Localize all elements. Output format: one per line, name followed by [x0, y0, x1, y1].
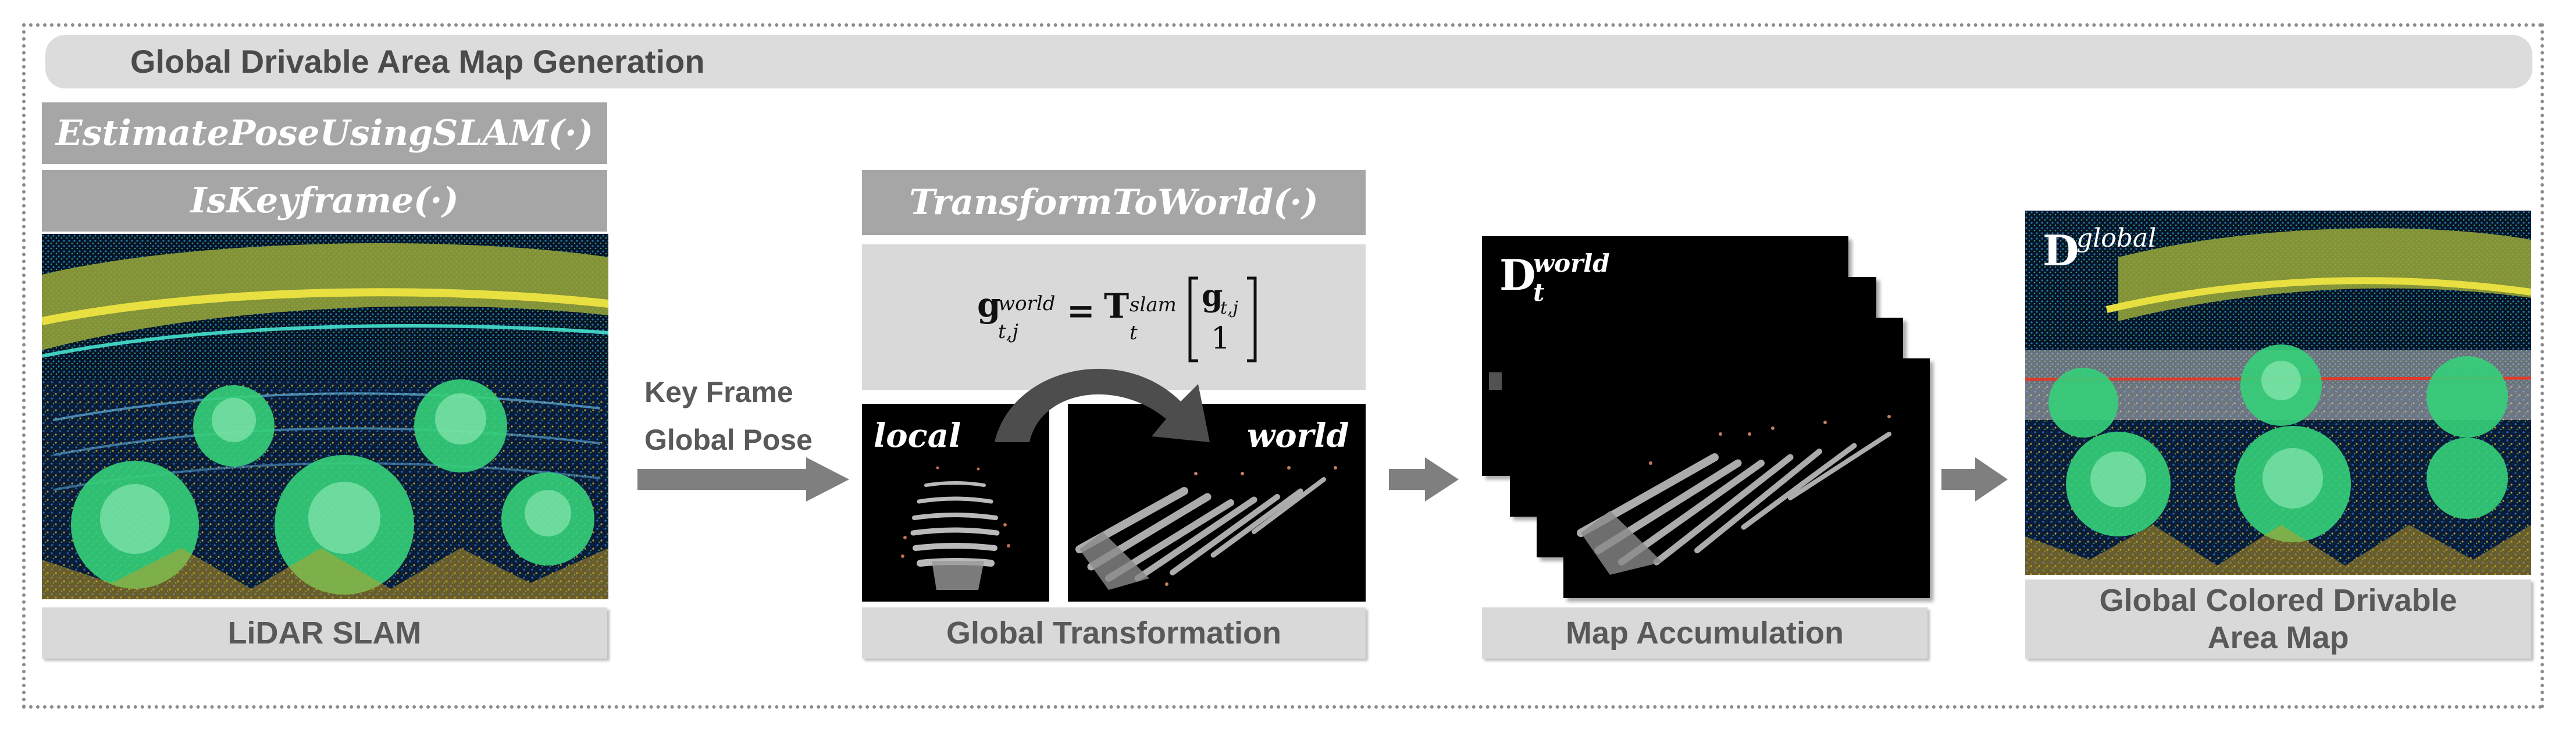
- lidar-slam-label: LiDAR SLAM: [42, 607, 607, 659]
- eq-t-sup: slam: [1130, 293, 1177, 317]
- arrow-label-global-pose: Global Pose: [644, 424, 813, 456]
- eq-vec-top-sub: t,j: [1220, 298, 1238, 318]
- world-frame-label: world: [1247, 417, 1349, 455]
- curved-transform-arrow: [995, 368, 1210, 442]
- eq-t-base: T: [1104, 286, 1130, 326]
- d-world-base: D: [1499, 250, 1536, 300]
- d-global-sup: global: [2076, 223, 2157, 253]
- map-accumulation-label: Map Accumulation: [1482, 607, 1927, 659]
- global-map-label-line1: Global Colored Drivable: [2099, 583, 2457, 618]
- map-accumulation-label-text: Map Accumulation: [1565, 616, 1844, 650]
- global-map-label-line2: Area Map: [2207, 620, 2349, 655]
- global-transformation-label: Global Transformation: [862, 607, 1366, 659]
- eq-lhs-sup: world: [998, 292, 1056, 315]
- dotted-frame: [22, 23, 2544, 709]
- d-world-sup: world: [1533, 249, 1610, 278]
- world-frame-point-cloud: [1068, 404, 1366, 602]
- eq-left-bracket: [1188, 276, 1198, 362]
- diagram-title: Global Drivable Area Map Generation: [130, 43, 705, 80]
- accumulated-map-point-cloud: [1563, 358, 1930, 598]
- arrow-label-key-frame: Key Frame: [644, 376, 793, 408]
- arrow-transform-to-accumulation: [1389, 457, 1459, 502]
- title-banner: [45, 35, 2532, 88]
- eq-equals: =: [1067, 291, 1095, 330]
- eq-vec-top-base: g: [1202, 278, 1223, 314]
- global-transformation-label-text: Global Transformation: [946, 616, 1282, 650]
- arrow-slam-to-transform: [637, 457, 849, 502]
- transform-to-world-function-box: TransformToWorld(·): [862, 170, 1366, 235]
- is-keyframe-function-box: IsKeyframe(·): [42, 170, 607, 232]
- global-colored-map-image: [2025, 211, 2531, 575]
- d-world-sub: t: [1533, 278, 1545, 307]
- eq-right-bracket: [1247, 276, 1257, 362]
- d-global-base: D: [2043, 226, 2079, 275]
- estimate-pose-function-box: EstimatePoseUsingSLAM(·): [42, 102, 607, 164]
- arrow-accumulation-to-global: [1941, 457, 2008, 502]
- lidar-slam-label-text: LiDAR SLAM: [227, 616, 422, 650]
- eq-lhs-base: g: [977, 285, 1001, 325]
- global-map-label: Global Colored Drivable Area Map: [2025, 579, 2531, 659]
- eq-t-sub: t: [1130, 321, 1138, 344]
- local-frame-point-cloud: [862, 404, 1049, 602]
- eq-lhs-sub: t,j: [998, 320, 1019, 343]
- equation-panel: [862, 244, 1366, 390]
- eq-vec-bottom: 1: [1211, 321, 1231, 356]
- local-frame-label: local: [874, 417, 961, 455]
- lidar-point-cloud-image: [42, 234, 608, 599]
- stack-edge-mark: [1489, 372, 1502, 390]
